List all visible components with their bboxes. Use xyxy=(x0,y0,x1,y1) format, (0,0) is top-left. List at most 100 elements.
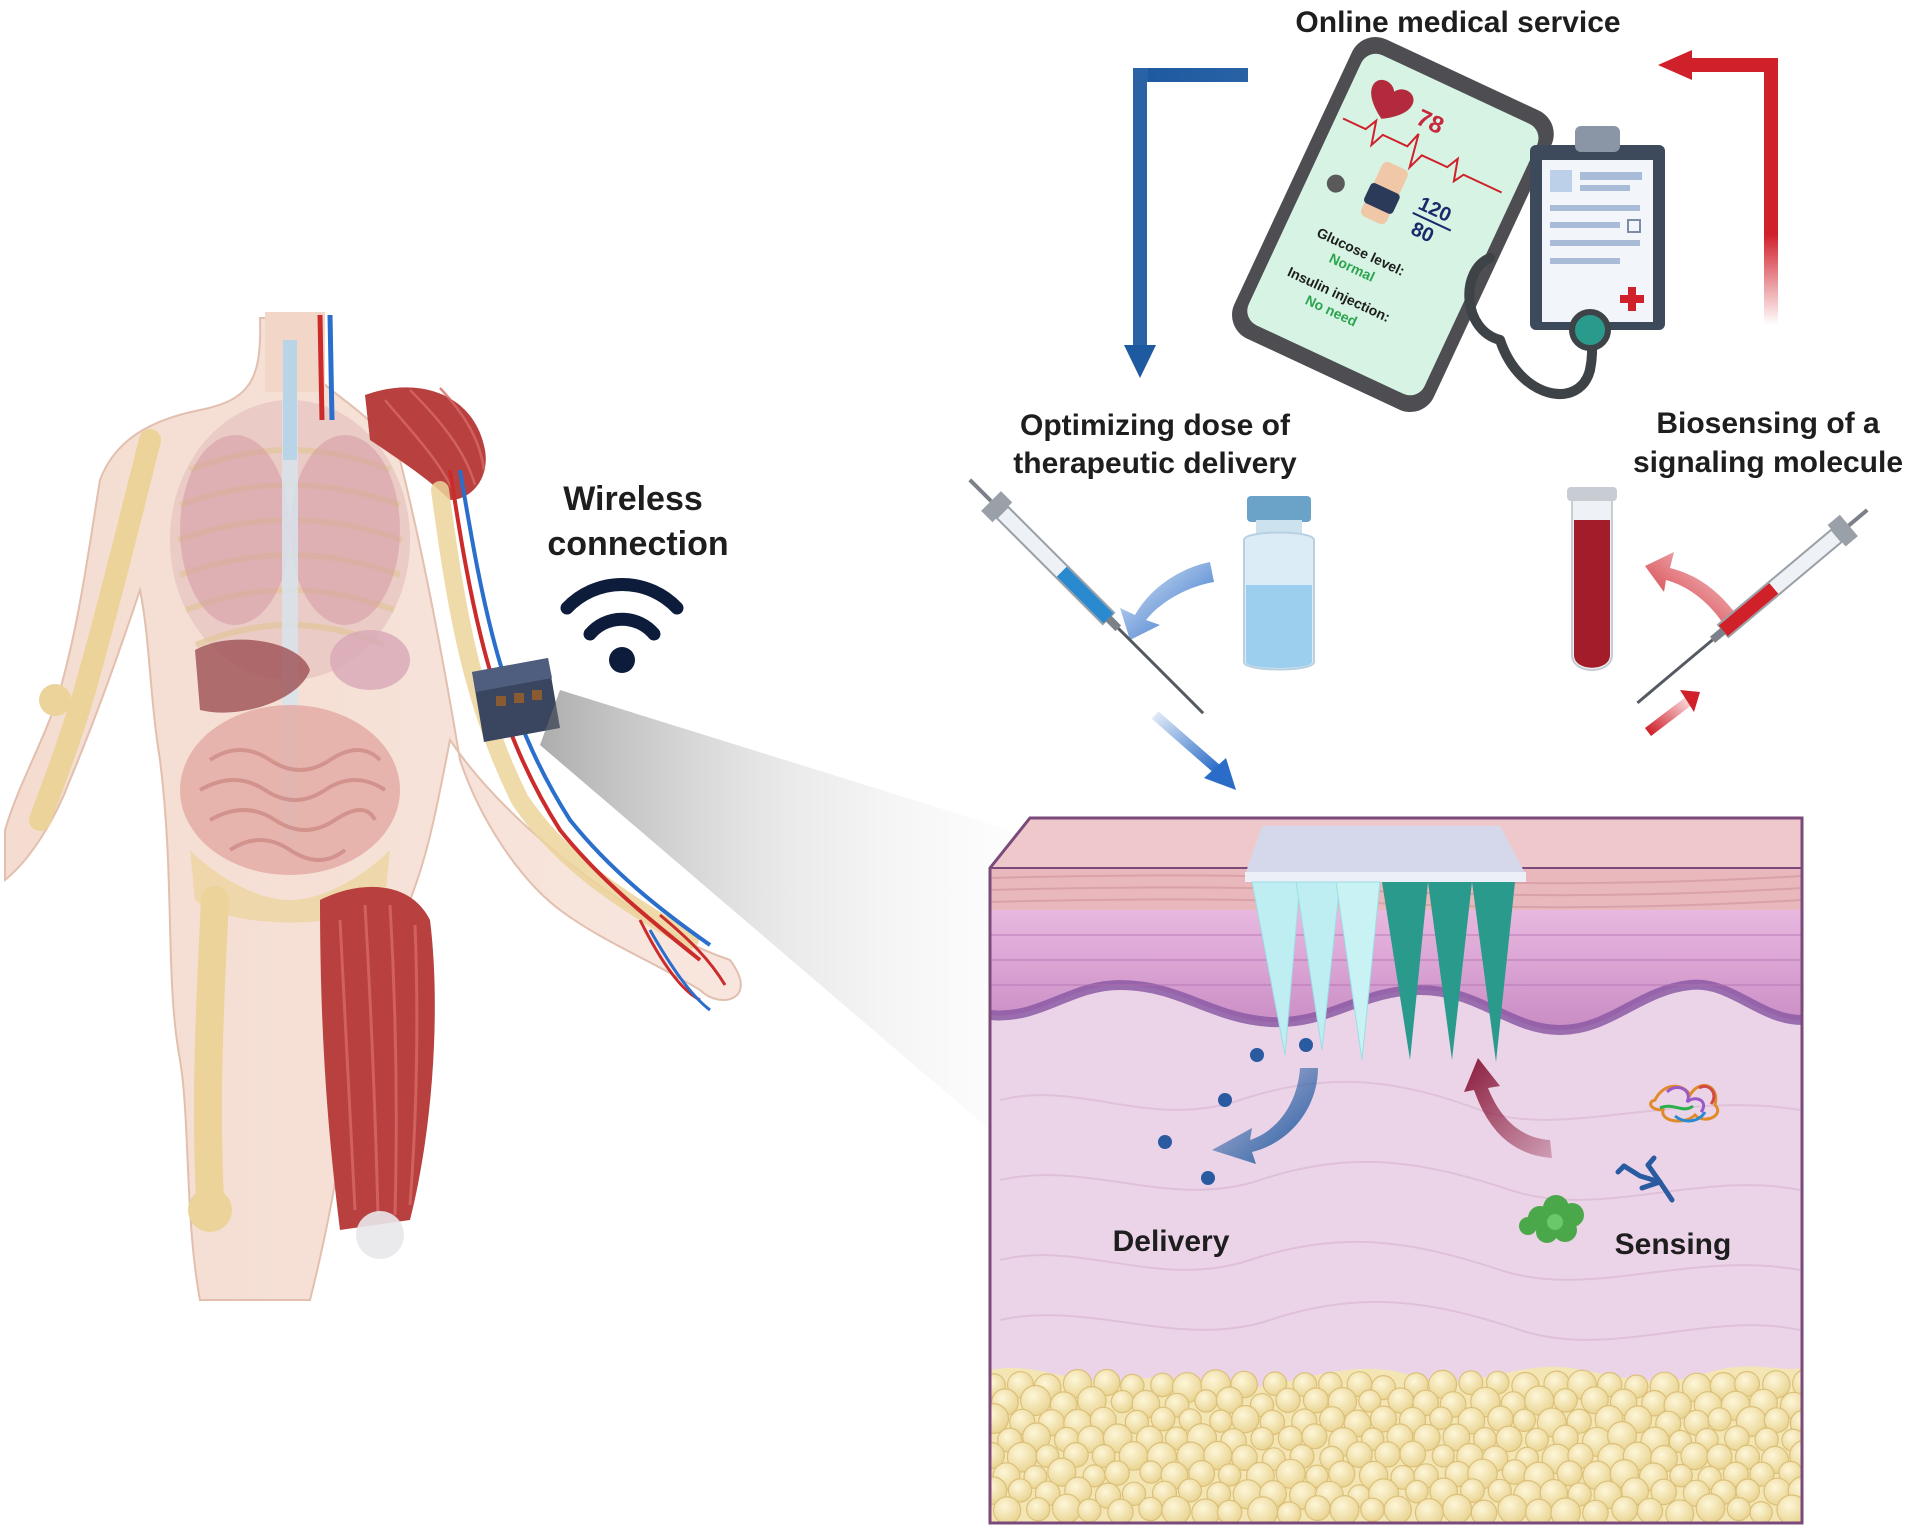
fat-cell xyxy=(1369,1405,1397,1433)
dermis-fibers xyxy=(999,1080,1801,1341)
drug-particle xyxy=(1158,1135,1172,1149)
fat-cell xyxy=(1275,1387,1301,1414)
protein-icon xyxy=(1649,1083,1719,1123)
drug-particle xyxy=(1201,1171,1215,1185)
fat-cell xyxy=(1512,1408,1537,1433)
fat-cell xyxy=(1669,1463,1693,1488)
fat-cell xyxy=(1497,1494,1528,1523)
biosensing-label-line2: signaling molecule xyxy=(1633,446,1903,479)
skin-border xyxy=(988,816,1804,1525)
fat-cell xyxy=(1360,1497,1385,1523)
fat-cell xyxy=(1749,1461,1775,1487)
clipboard-icon xyxy=(1530,126,1665,330)
wearable-armband xyxy=(472,658,560,742)
left-arm-bone xyxy=(29,429,161,831)
fat-cell xyxy=(1345,1441,1373,1468)
fat-cell xyxy=(1025,1497,1051,1522)
fat-cell xyxy=(1161,1495,1191,1523)
needle-down-arrow xyxy=(1151,711,1222,774)
fat-cell xyxy=(1305,1464,1329,1488)
fat-cell xyxy=(1429,1406,1453,1430)
syringe-to-tube-arrow xyxy=(1645,552,1740,628)
deltoid-striations xyxy=(384,387,486,496)
fat-cell xyxy=(1047,1457,1077,1487)
stethoscope-icon xyxy=(1464,253,1611,399)
fat-cell xyxy=(1636,1497,1664,1523)
sensing-syringe-icon xyxy=(1636,508,1869,704)
smartphone: 78 120 80 Glucose level: Normal Insulin … xyxy=(1232,37,1554,413)
fat-cell xyxy=(1139,1460,1163,1484)
bp-divider xyxy=(1412,211,1452,232)
fat-cell xyxy=(1458,1370,1484,1396)
fat-cell xyxy=(1695,1493,1726,1523)
fat-cell xyxy=(1194,1389,1218,1413)
antibody-icon xyxy=(1615,1155,1675,1203)
liver xyxy=(195,639,310,713)
fat-cell xyxy=(990,1403,1010,1434)
drug-particle xyxy=(1218,1093,1232,1107)
optimizing-label-line1: Optimizing dose of xyxy=(1020,409,1291,442)
fat-cell xyxy=(1328,1460,1356,1488)
fat-cell xyxy=(1442,1423,1471,1452)
blood-tube-icon xyxy=(1567,487,1617,671)
fat-cell xyxy=(1383,1495,1412,1523)
delivery-needle-2 xyxy=(1295,881,1341,1051)
fat-cell xyxy=(1470,1499,1498,1523)
hand-vessels xyxy=(638,913,727,1012)
intestines xyxy=(180,705,400,875)
fat-cell xyxy=(1805,1461,1831,1487)
delivery-needle-1 xyxy=(1251,881,1301,1056)
fat-cell xyxy=(1724,1425,1750,1451)
arm-artery xyxy=(448,469,702,962)
drug-particle xyxy=(1250,1048,1264,1062)
biosensing-label-line1: Biosensing of a xyxy=(1656,407,1880,440)
fat-cell xyxy=(1007,1478,1033,1503)
fat-cell xyxy=(1206,1481,1232,1507)
intestine-folds xyxy=(199,748,387,862)
fat-cell xyxy=(1262,1371,1288,1396)
needle-up-arrow xyxy=(1644,696,1694,736)
optimizing-label-line2: therapeutic delivery xyxy=(1013,447,1297,480)
thigh-muscle-striations xyxy=(338,904,419,1216)
wireless-label-line2: connection xyxy=(547,525,728,563)
fat-cell xyxy=(1231,1404,1260,1434)
fat-cell xyxy=(1107,1498,1134,1523)
fat-cell xyxy=(1809,1496,1834,1521)
red-flow-arrow xyxy=(1658,50,1778,325)
fat-cell xyxy=(1726,1496,1751,1522)
armband-sensor-3 xyxy=(532,690,542,700)
delivery-syringe-icon xyxy=(968,478,1205,715)
thigh-muscle xyxy=(320,886,435,1230)
patch-backing xyxy=(1245,826,1526,875)
fat-cell xyxy=(1650,1478,1677,1506)
fat-cell xyxy=(1665,1499,1695,1523)
heart-icon xyxy=(1371,79,1414,119)
left-leg-bone xyxy=(193,886,229,1214)
skin-cross-section xyxy=(988,816,1834,1525)
fat-cell xyxy=(1358,1389,1382,1413)
fat-cell xyxy=(1776,1494,1802,1523)
trachea xyxy=(283,340,297,460)
fat-cell xyxy=(1177,1478,1203,1503)
patch-backing-front xyxy=(1245,872,1526,882)
fat-cell xyxy=(1707,1407,1732,1432)
fat-cell xyxy=(1304,1495,1331,1522)
left-lung xyxy=(180,435,290,625)
fat-cell xyxy=(1611,1496,1639,1523)
fat-cell xyxy=(1525,1498,1553,1523)
armband-sensor-2 xyxy=(514,693,524,703)
drug-particle xyxy=(1299,1038,1313,1052)
fat-cell xyxy=(1276,1501,1302,1523)
arm-vein xyxy=(458,469,712,947)
armband-sensor-1 xyxy=(496,696,506,706)
fat-cell xyxy=(1104,1460,1130,1486)
blue-flow-arrow xyxy=(1124,68,1248,378)
sensing-needle-3 xyxy=(1472,882,1515,1062)
fat-cell xyxy=(1792,1369,1802,1399)
ecg-line xyxy=(1342,117,1503,194)
sensing-arrow xyxy=(1464,1058,1552,1158)
right-knee xyxy=(356,1211,404,1259)
right-lung xyxy=(290,435,400,625)
fat-cell xyxy=(1091,1443,1116,1468)
